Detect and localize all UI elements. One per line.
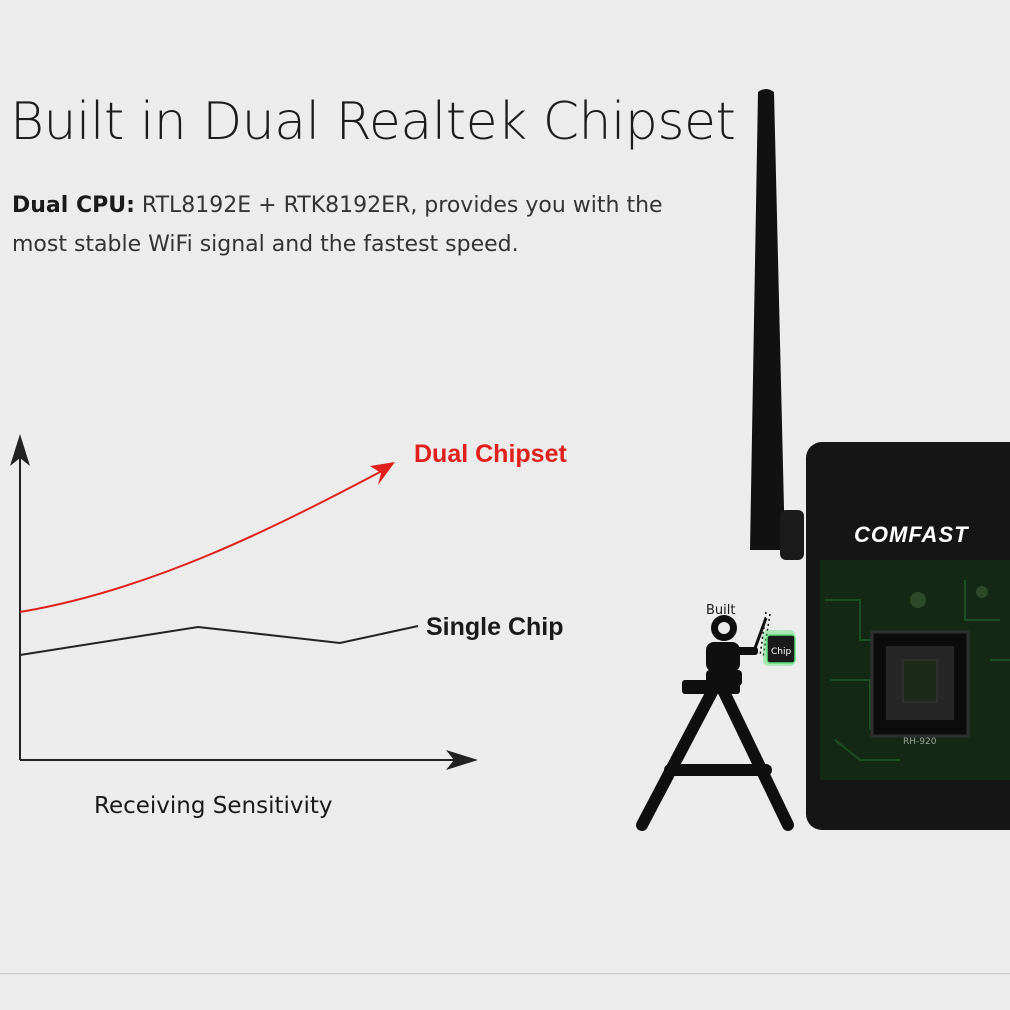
chip-badge [766, 634, 796, 664]
board-marking: RH-920 [903, 737, 937, 747]
legend-dual-chipset: Dual Chipset [414, 440, 567, 468]
page-title: Built in Dual Realtek Chipset [10, 92, 736, 152]
router-illustration: RH-920 COMFAST Built Chip [636, 89, 1010, 831]
description-label: Dual CPU: [12, 193, 135, 218]
footer-divider [0, 973, 1010, 974]
series-arrow-dual-chipset [370, 462, 395, 485]
worker-figure [706, 615, 758, 686]
series-line-dual-chipset [19, 471, 381, 613]
description-text-line2: most stable WiFi signal and the fastest … [12, 232, 519, 257]
callout-chip: Chip [771, 647, 791, 657]
chip-die [902, 659, 938, 703]
x-axis-label: Receiving Sensitivity [94, 793, 333, 819]
series-line-single-chip [19, 625, 419, 656]
x-axis-arrow [446, 750, 478, 770]
brand-logo: COMFAST [854, 522, 969, 547]
antenna-joint [780, 510, 804, 560]
description-text: RTL8192E + RTK8192ER, provides you with … [141, 193, 663, 218]
tripod [636, 686, 794, 831]
y-axis-arrow [10, 434, 30, 466]
callout-built: Built [706, 603, 735, 618]
antenna [750, 89, 785, 550]
description: Dual CPU: RTL8192E + RTK8192ER, provides… [12, 186, 712, 264]
comparison-chart: Dual Chipset Single Chip Receiving Sensi… [10, 434, 567, 819]
legend-single-chip: Single Chip [426, 613, 564, 641]
